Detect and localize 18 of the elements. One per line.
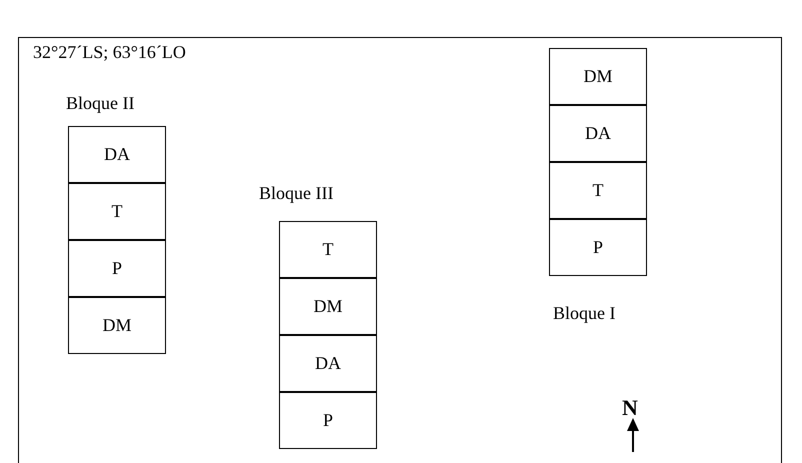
north-label: N xyxy=(622,395,638,421)
block-label: Bloque II xyxy=(66,93,134,114)
plot-cell: DA xyxy=(68,126,166,183)
plot-cell: P xyxy=(279,392,377,449)
map-frame xyxy=(18,37,782,463)
coordinates-label: 32°27´LS; 63°16´LO xyxy=(33,42,186,63)
plot-cell: P xyxy=(549,219,647,276)
block-label: Bloque III xyxy=(259,183,334,204)
plot-cell: DA xyxy=(279,335,377,392)
plot-cell: DM xyxy=(279,278,377,335)
plot-cell: P xyxy=(68,240,166,297)
plot-cell: DM xyxy=(549,48,647,105)
plot-cell: DM xyxy=(68,297,166,354)
plot-cell: DA xyxy=(549,105,647,162)
plot-cell: T xyxy=(549,162,647,219)
plot-cell: T xyxy=(68,183,166,240)
block-label: Bloque I xyxy=(553,303,616,324)
plot-cell: T xyxy=(279,221,377,278)
